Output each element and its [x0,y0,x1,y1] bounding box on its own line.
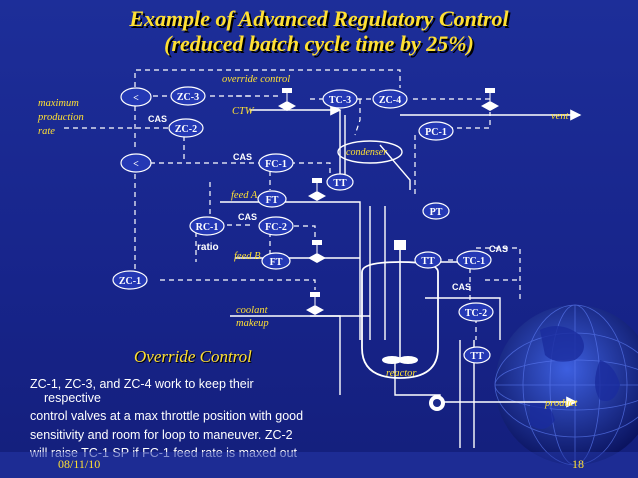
ft-feed-b: FT [261,252,291,270]
ft-feed-a: FT [257,190,287,208]
svg-text:ZC-3: ZC-3 [177,92,199,103]
product-pump [429,395,445,411]
override-control-label: override control [222,74,290,85]
body-line-4: sensitivity and room for loop to maneuve… [30,428,293,442]
slide-title: Example of Advanced Regulatory Control [129,6,509,31]
valve-vent [481,88,499,111]
tt-condenser: TT [326,173,354,191]
reactor-vessel [361,240,439,379]
fc1-controller: FC-1 [258,153,294,173]
svg-text:RC-1: RC-1 [196,222,219,233]
reactor-label: reactor [386,368,417,379]
product-label: product [544,398,578,409]
zc2-controller: ZC-2 [168,118,204,138]
body-line-3: control valves at a max throttle positio… [30,409,304,423]
svg-text:TT: TT [333,178,347,189]
valve-feed-a [308,178,326,201]
cas-label-3: CAS [238,212,257,222]
svg-text:FC-2: FC-2 [265,222,287,233]
page-number: 18 [572,457,584,471]
svg-text:ZC-2: ZC-2 [175,124,197,135]
svg-text:FT: FT [270,257,283,268]
feed-a-label: feed A [231,190,258,201]
svg-text:TT: TT [421,256,435,267]
low-select-1: < [120,87,152,107]
feed-b-label: feed B [234,251,261,262]
svg-text:TT: TT [470,351,484,362]
tc3-controller: TC-3 [322,89,358,109]
condenser [337,140,403,164]
coolant-label-1: coolant [236,305,269,316]
rc1-controller: RC-1 [189,216,225,236]
low-select-2: < [120,153,152,173]
ratio-label: ratio [197,242,219,253]
valve-feed-b [308,240,326,263]
zc4-controller: ZC-4 [372,89,408,109]
svg-text:FC-1: FC-1 [265,159,287,170]
slide-subtitle: (reduced batch cycle time by 25%) [164,31,474,56]
body-line-1: ZC-1, ZC-3, and ZC-4 work to keep their [30,377,254,391]
tc1-controller: TC-1 [456,250,492,270]
tt-reactor: TT [414,251,442,269]
svg-text:<: < [133,93,139,104]
body-line-2: respective [44,391,101,405]
valve-ctw [278,88,296,111]
zc3-controller: ZC-3 [170,86,206,106]
override-control-heading: Override Control [134,347,252,366]
vent-label: vent [551,111,570,122]
max-production-label-2: production [37,112,84,123]
tt-jacket: TT [463,346,491,364]
max-production-label-3: rate [38,126,55,137]
pc1-controller: PC-1 [418,121,454,141]
control-valves [278,88,499,315]
fc2-controller: FC-2 [258,216,294,236]
tc2-controller: TC-2 [458,302,494,322]
svg-text:TC-3: TC-3 [329,95,351,106]
svg-text:ZC-4: ZC-4 [379,95,401,106]
coolant-label-2: makeup [236,318,269,329]
condenser-label: condenser [346,147,387,158]
svg-text:ZC-1: ZC-1 [119,276,141,287]
ctw-label: CTW [232,106,255,117]
svg-text:TC-2: TC-2 [465,308,487,319]
svg-text:FT: FT [266,195,279,206]
pt-transmitter: PT [422,202,450,220]
cas-label-4: CAS [489,244,508,254]
footer-date: 08/11/10 [58,457,101,471]
cas-label-5: CAS [452,282,471,292]
svg-text:PC-1: PC-1 [425,127,447,138]
svg-text:PT: PT [430,207,443,218]
footer-bar [0,452,638,478]
zc1-controller: ZC-1 [112,270,148,290]
cas-label-2: CAS [233,152,252,162]
cas-label-1: CAS [148,114,167,124]
valve-coolant [306,292,324,315]
max-production-label-1: maximum [38,98,79,109]
svg-text:TC-1: TC-1 [463,256,485,267]
svg-text:<: < [133,159,139,170]
